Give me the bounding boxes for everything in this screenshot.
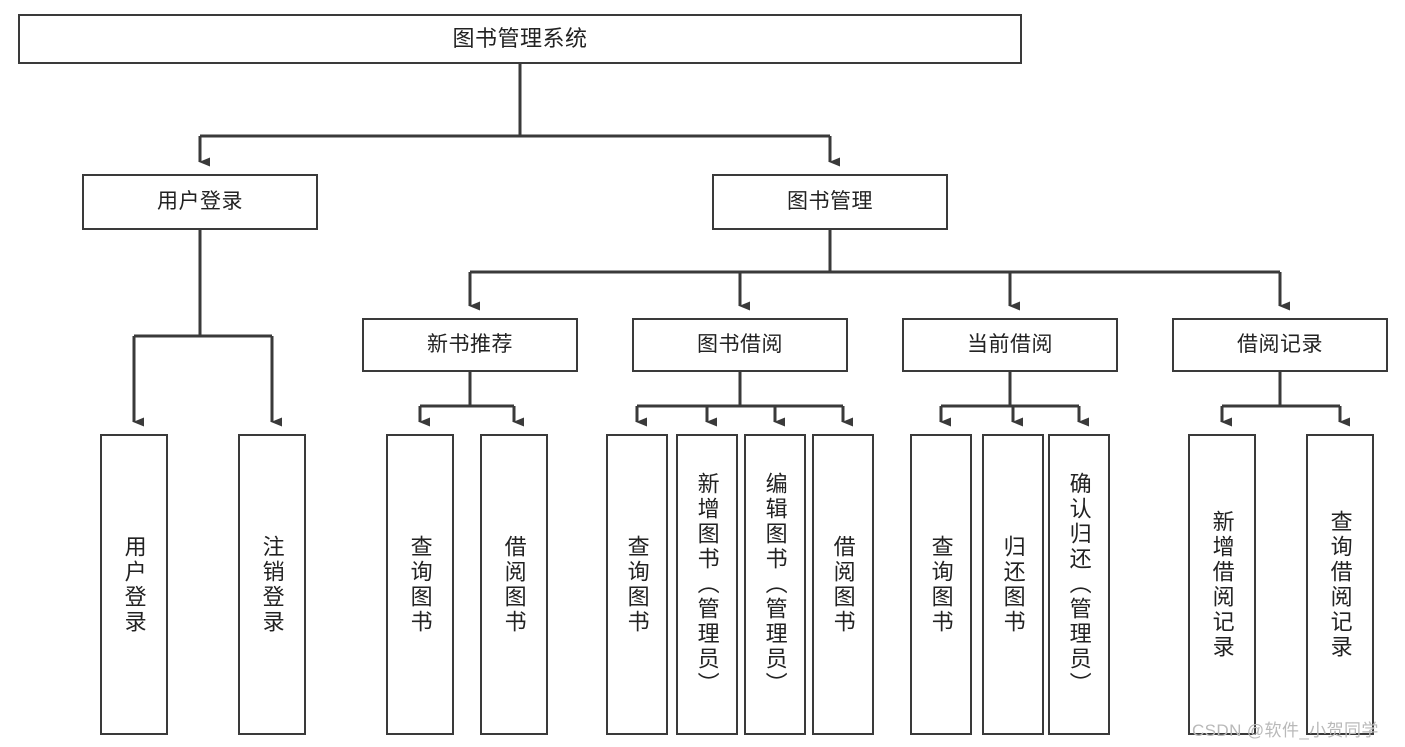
leaf-return-book[interactable]: 归还图书 — [982, 434, 1044, 735]
leaf-query-borrow-record-label: 查询借阅记录 — [1327, 509, 1353, 660]
leaf-borrow-book-newbook-label: 借阅图书 — [501, 534, 527, 635]
leaf-add-book-admin[interactable]: 新增图书（管理员） — [676, 434, 738, 735]
leaf-add-borrow-record[interactable]: 新增借阅记录 — [1188, 434, 1256, 735]
leaf-borrow-book-label: 借阅图书 — [830, 534, 856, 635]
node-root-label: 图书管理系统 — [452, 26, 588, 52]
node-borrow-record-label: 借阅记录 — [1237, 332, 1323, 356]
node-book-management[interactable]: 图书管理 — [712, 174, 948, 230]
node-new-book-recommend-label: 新书推荐 — [427, 332, 513, 356]
node-user-login-label: 用户登录 — [157, 189, 243, 213]
leaf-confirm-return-admin[interactable]: 确认归还（管理员） — [1048, 434, 1110, 735]
leaf-query-book-borrow[interactable]: 查询图书 — [606, 434, 668, 735]
leaf-query-book-newbook[interactable]: 查询图书 — [386, 434, 454, 735]
leaf-logout-label: 注销登录 — [259, 534, 285, 635]
leaf-add-book-admin-label: 新增图书（管理员） — [694, 472, 720, 697]
node-book-borrow-label: 图书借阅 — [697, 332, 783, 356]
node-current-borrow[interactable]: 当前借阅 — [902, 318, 1118, 372]
node-book-borrow[interactable]: 图书借阅 — [632, 318, 848, 372]
node-book-management-label: 图书管理 — [787, 189, 873, 213]
node-borrow-record[interactable]: 借阅记录 — [1172, 318, 1388, 372]
leaf-add-borrow-record-label: 新增借阅记录 — [1209, 509, 1235, 660]
node-user-login[interactable]: 用户登录 — [82, 174, 318, 230]
node-new-book-recommend[interactable]: 新书推荐 — [362, 318, 578, 372]
leaf-query-book-newbook-label: 查询图书 — [407, 534, 433, 635]
leaf-borrow-book[interactable]: 借阅图书 — [812, 434, 874, 735]
leaf-query-book-current[interactable]: 查询图书 — [910, 434, 972, 735]
node-current-borrow-label: 当前借阅 — [967, 332, 1053, 356]
leaf-query-book-borrow-label: 查询图书 — [624, 534, 650, 635]
leaf-user-login-label: 用户登录 — [121, 534, 147, 635]
leaf-user-login[interactable]: 用户登录 — [100, 434, 168, 735]
leaf-query-borrow-record[interactable]: 查询借阅记录 — [1306, 434, 1374, 735]
leaf-query-book-current-label: 查询图书 — [928, 534, 954, 635]
leaf-return-book-label: 归还图书 — [1000, 534, 1026, 635]
leaf-logout[interactable]: 注销登录 — [238, 434, 306, 735]
leaf-edit-book-admin-label: 编辑图书（管理员） — [762, 472, 788, 697]
node-root[interactable]: 图书管理系统 — [18, 14, 1022, 64]
leaf-confirm-return-admin-label: 确认归还（管理员） — [1066, 472, 1092, 697]
watermark: CSDN @软件_小贺同学 — [1192, 721, 1379, 740]
leaf-borrow-book-newbook[interactable]: 借阅图书 — [480, 434, 548, 735]
leaf-edit-book-admin[interactable]: 编辑图书（管理员） — [744, 434, 806, 735]
